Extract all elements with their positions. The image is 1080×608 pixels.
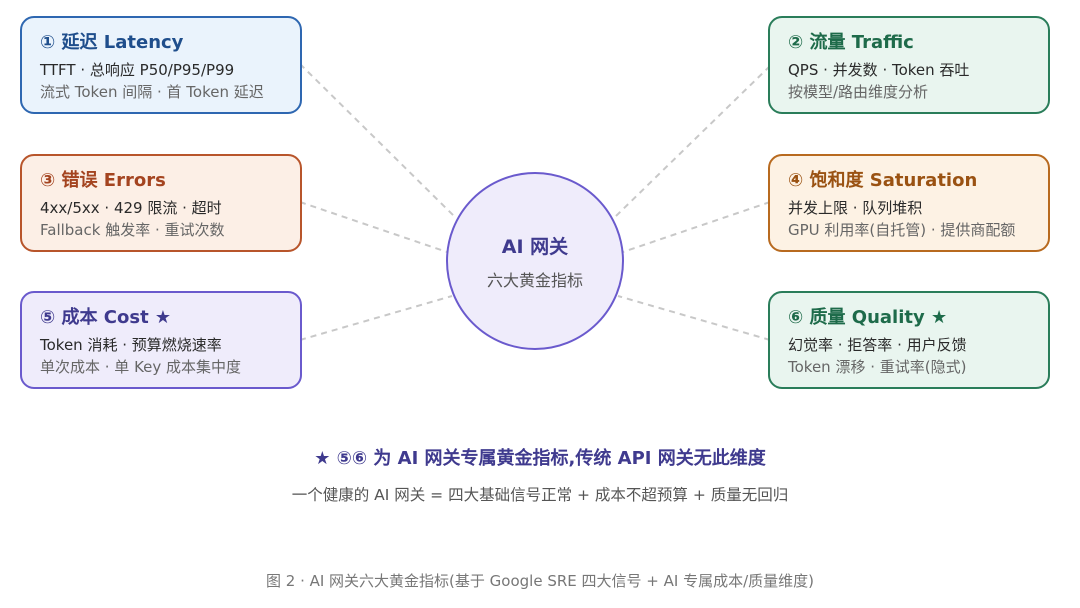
hub-circle: AI 网关 六大黄金指标 <box>446 172 624 350</box>
health-summary: 一个健康的 AI 网关 = 四大基础信号正常 + 成本不超预算 + 质量无回归 <box>291 486 789 504</box>
metric-detail: QPS · 并发数 · Token 吞吐 <box>788 61 970 79</box>
metric-detail: 并发上限 · 队列堆积 <box>788 199 923 217</box>
metric-card-errors: ③ 错误 Errors 4xx/5xx · 429 限流 · 超时 Fallba… <box>20 154 302 252</box>
exclusive-metrics-note: ★ ⑤⑥ 为 AI 网关专属黄金指标,传统 API 网关无此维度 <box>314 448 766 469</box>
metric-title: ④ 饱和度 Saturation <box>788 170 978 191</box>
metric-card-cost: ⑤ 成本 Cost ★ Token 消耗 · 预算燃烧速率 单次成本 · 单 K… <box>20 291 302 389</box>
metric-subdetail: 流式 Token 间隔 · 首 Token 延迟 <box>40 83 264 101</box>
connector-cost <box>299 295 453 341</box>
connector-traffic <box>615 65 771 217</box>
metric-subdetail: GPU 利用率(自托管) · 提供商配额 <box>788 221 1016 239</box>
connector-errors <box>299 201 448 253</box>
connector-saturation <box>622 201 771 253</box>
metric-subdetail: 按模型/路由维度分析 <box>788 83 929 101</box>
figure-caption: 图 2 · AI 网关六大黄金指标(基于 Google SRE 四大信号 + A… <box>265 572 814 590</box>
connector-latency <box>299 63 455 217</box>
metric-subdetail: Fallback 触发率 · 重试次数 <box>40 221 225 239</box>
metric-card-latency: ① 延迟 Latency TTFT · 总响应 P50/P95/P99 流式 T… <box>20 16 302 114</box>
metric-detail: 幻觉率 · 拒答率 · 用户反馈 <box>788 336 967 354</box>
metric-card-saturation: ④ 饱和度 Saturation 并发上限 · 队列堆积 GPU 利用率(自托管… <box>768 154 1050 252</box>
metric-card-traffic: ② 流量 Traffic QPS · 并发数 · Token 吞吐 按模型/路由… <box>768 16 1050 114</box>
metric-detail: TTFT · 总响应 P50/P95/P99 <box>40 61 235 79</box>
metric-title: ② 流量 Traffic <box>788 32 914 53</box>
hub-subtitle: 六大黄金指标 <box>486 271 583 290</box>
hub-title: AI 网关 <box>501 236 569 258</box>
metric-subdetail: Token 漂移 · 重试率(隐式) <box>788 358 967 376</box>
connector-quality <box>617 295 771 341</box>
metric-title: ⑥ 质量 Quality ★ <box>788 307 948 328</box>
metric-detail: 4xx/5xx · 429 限流 · 超时 <box>40 199 222 217</box>
metric-title: ⑤ 成本 Cost ★ <box>40 307 172 328</box>
metric-title: ③ 错误 Errors <box>40 170 166 191</box>
metric-detail: Token 消耗 · 预算燃烧速率 <box>40 336 222 354</box>
metric-card-quality: ⑥ 质量 Quality ★ 幻觉率 · 拒答率 · 用户反馈 Token 漂移… <box>768 291 1050 389</box>
metric-title: ① 延迟 Latency <box>40 32 184 53</box>
metric-subdetail: 单次成本 · 单 Key 成本集中度 <box>40 358 242 376</box>
